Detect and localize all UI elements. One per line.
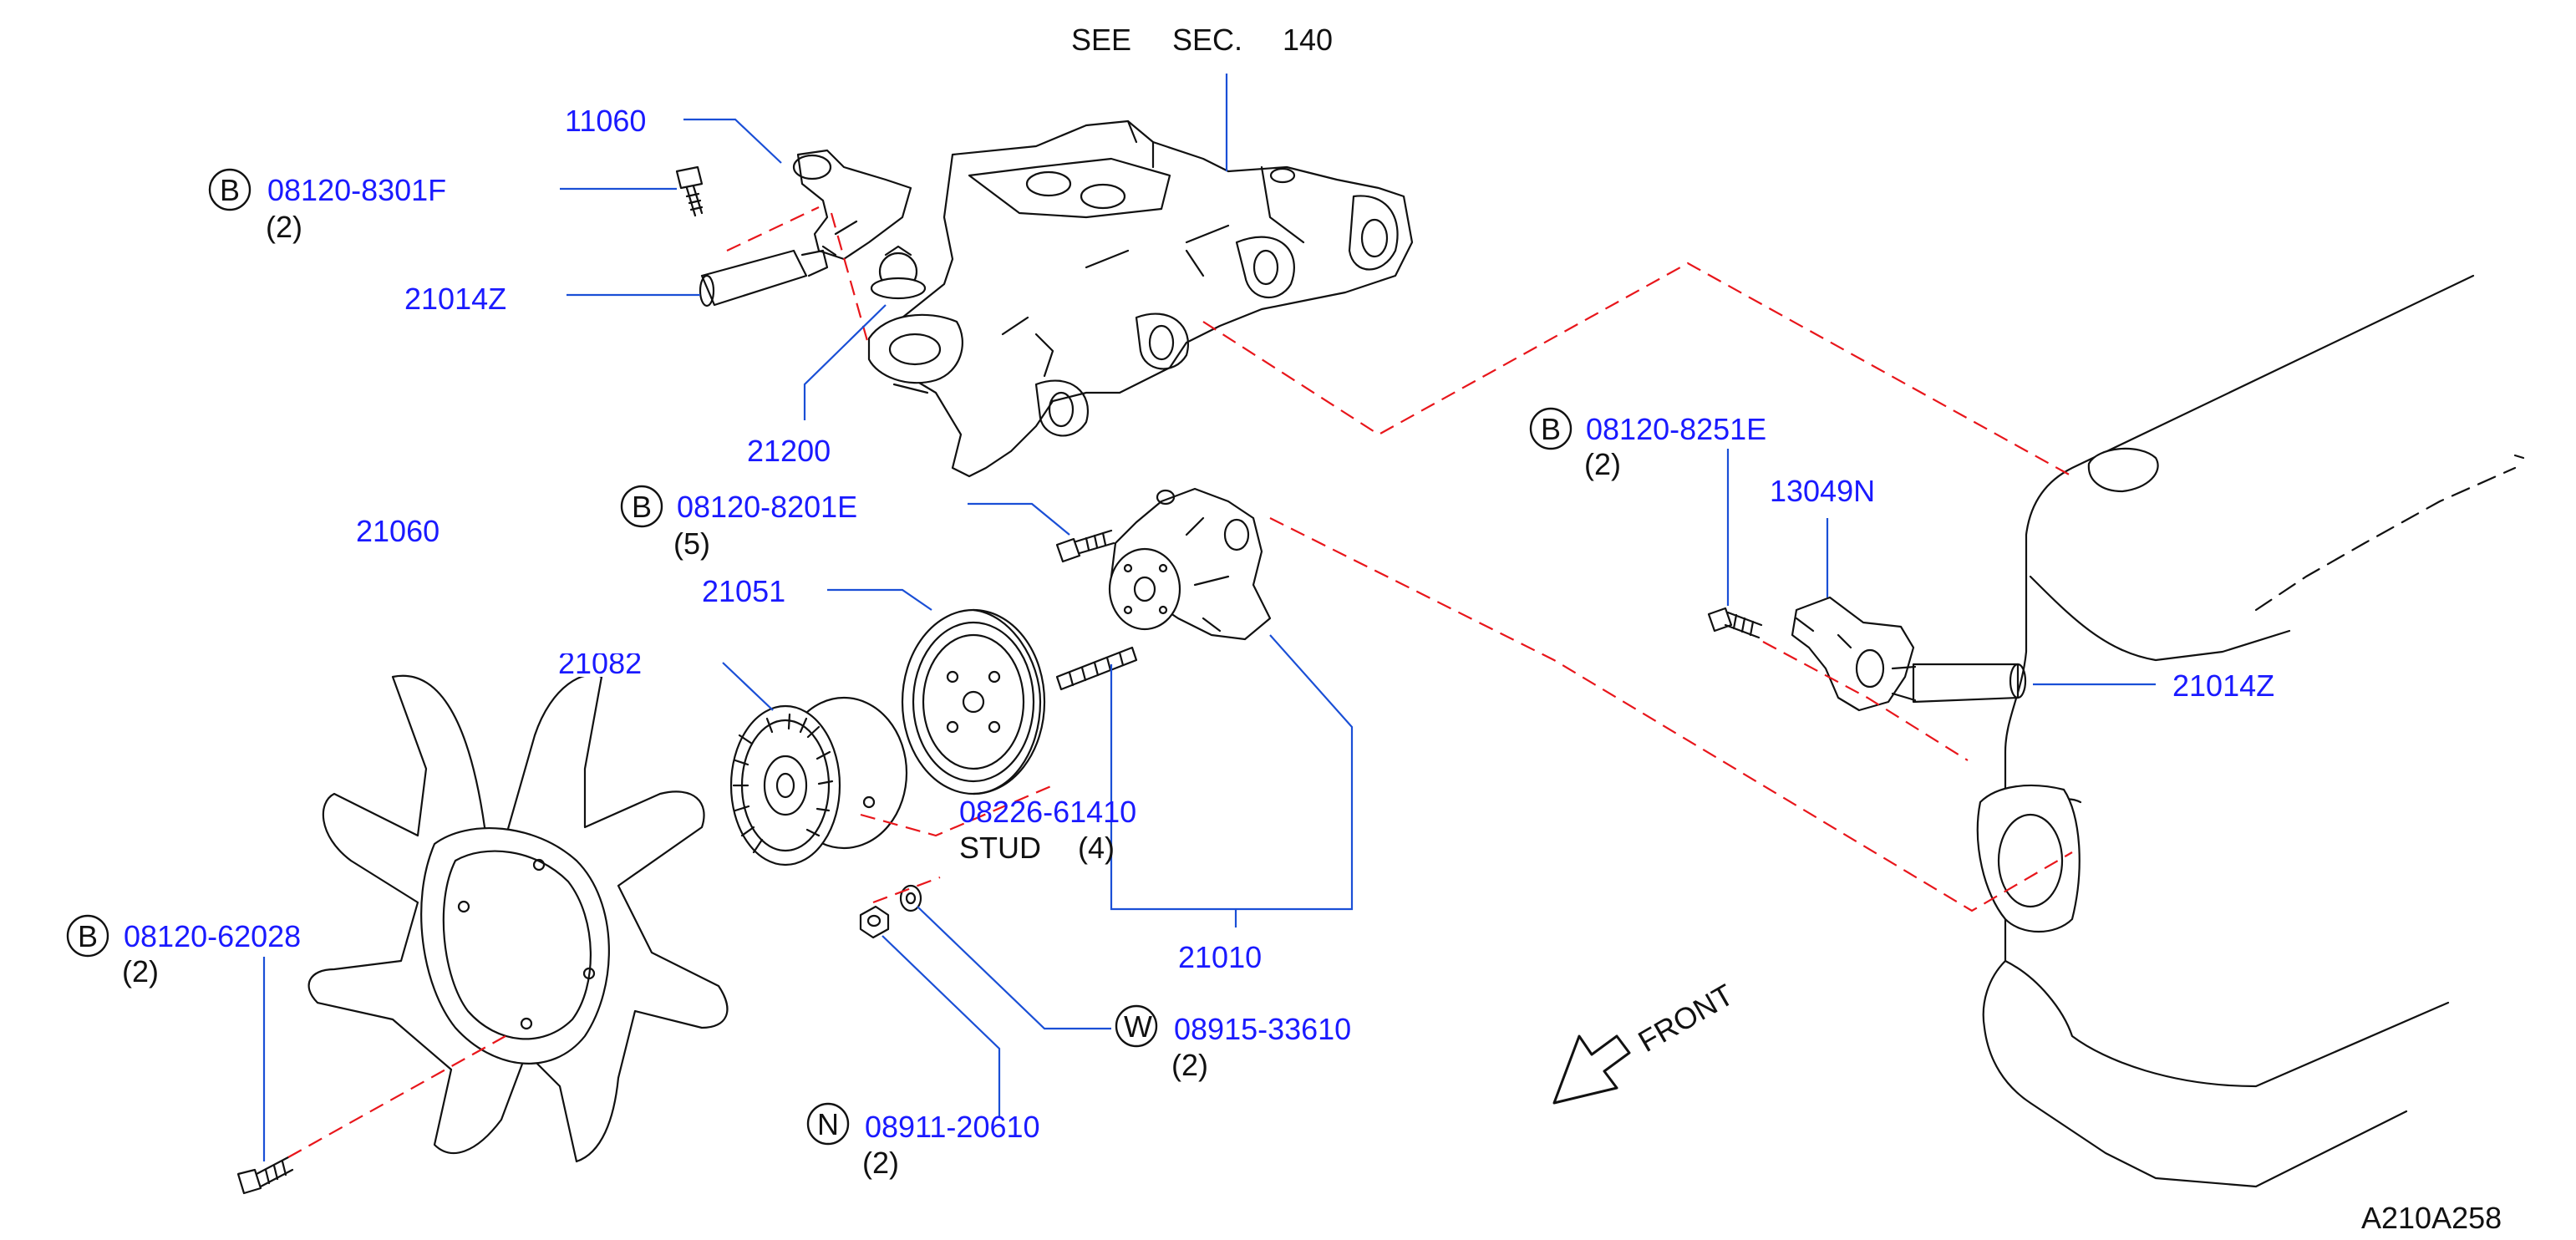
callout-circle-b bbox=[208, 168, 252, 211]
pulley-21051 bbox=[901, 608, 1046, 795]
part-21010[interactable]: 21010 bbox=[1178, 940, 1262, 974]
part-08915-33610[interactable]: 08915-33610 bbox=[1174, 1012, 1351, 1046]
callout-letter: B bbox=[220, 173, 240, 207]
stud-08226-61410 bbox=[1055, 646, 1138, 691]
part-11060[interactable]: 11060 bbox=[565, 104, 646, 138]
part-21014z-top[interactable]: 21014Z bbox=[404, 282, 506, 316]
callout-circle-n bbox=[806, 1102, 850, 1146]
callout-letter: B bbox=[78, 919, 98, 953]
qty-stud: (4) bbox=[1078, 831, 1115, 865]
front-arrow-icon bbox=[1552, 1034, 1631, 1105]
fan-21060 bbox=[307, 673, 729, 1163]
part-21014z-right[interactable]: 21014Z bbox=[2172, 668, 2274, 703]
qty-08911-20610: (2) bbox=[862, 1146, 899, 1180]
callout-letter: B bbox=[632, 490, 652, 524]
bolt-08120-8251e bbox=[1707, 607, 1763, 639]
figure-id: A210A258 bbox=[2361, 1201, 2502, 1235]
part-21051[interactable]: 21051 bbox=[702, 574, 785, 608]
part-21082-group: 21082 bbox=[543, 635, 664, 680]
part-08911-20610[interactable]: 08911-20610 bbox=[865, 1110, 1040, 1144]
qty-08120-62028: (2) bbox=[122, 954, 159, 988]
hose-21014z-top bbox=[699, 249, 829, 307]
callout-circle-b bbox=[66, 914, 109, 958]
intake-manifold bbox=[884, 119, 1414, 478]
part-21200[interactable]: 21200 bbox=[747, 434, 831, 468]
part-21060[interactable]: 21060 bbox=[356, 514, 439, 548]
nut-08911-20610 bbox=[859, 905, 890, 939]
qty-08120-8251e: (2) bbox=[1584, 447, 1621, 481]
phantom-lines bbox=[287, 206, 2073, 1158]
water-inlet-13049n bbox=[1791, 596, 1915, 712]
qty-08120-8201e: (5) bbox=[673, 526, 710, 561]
washer-08915-33610 bbox=[899, 884, 922, 912]
callout-circle-b bbox=[620, 485, 663, 528]
part-08120-8201e[interactable]: 08120-8201E bbox=[677, 490, 857, 524]
leader-lines bbox=[262, 74, 2156, 1161]
gasket bbox=[867, 313, 963, 384]
sec-number: 140 bbox=[1283, 23, 1333, 57]
part-08120-8301f[interactable]: 08120-8301F bbox=[267, 173, 446, 207]
callout-letter: B bbox=[1541, 412, 1561, 446]
callout-letter: W bbox=[1124, 1009, 1152, 1044]
hose-21014z-right bbox=[1891, 663, 2027, 704]
bolt-08120-8301f bbox=[675, 165, 704, 217]
part-08226-61410[interactable]: 08226-61410 bbox=[959, 795, 1136, 829]
water-outlet-11060 bbox=[792, 149, 912, 261]
qty-08915-33610: (2) bbox=[1171, 1048, 1208, 1082]
callout-letter: N bbox=[817, 1107, 839, 1141]
stud-label: STUD bbox=[959, 831, 1041, 865]
part-08120-62028[interactable]: 08120-62028 bbox=[124, 919, 301, 953]
engine-block bbox=[1976, 274, 2525, 1188]
callout-circle-b bbox=[1529, 407, 1573, 450]
header-see-sec: SEE SEC. 140 bbox=[1071, 23, 1333, 57]
front-label: FRONT bbox=[1633, 977, 1740, 1059]
part-13049n[interactable]: 13049N bbox=[1770, 474, 1875, 508]
see-label: SEE bbox=[1071, 23, 1131, 57]
sec-label: SEC. bbox=[1172, 23, 1242, 57]
part-08120-8251e[interactable]: 08120-8251E bbox=[1586, 412, 1766, 446]
qty-08120-8301f: (2) bbox=[266, 210, 302, 244]
fan-coupling-21082 bbox=[729, 696, 908, 866]
thermostat-21200 bbox=[870, 245, 927, 300]
water-pump-21010 bbox=[1108, 487, 1272, 641]
bolt-08120-62028 bbox=[236, 1156, 294, 1195]
bolt-08120-8201e bbox=[1055, 529, 1115, 563]
callout-circle-w bbox=[1115, 1004, 1158, 1048]
